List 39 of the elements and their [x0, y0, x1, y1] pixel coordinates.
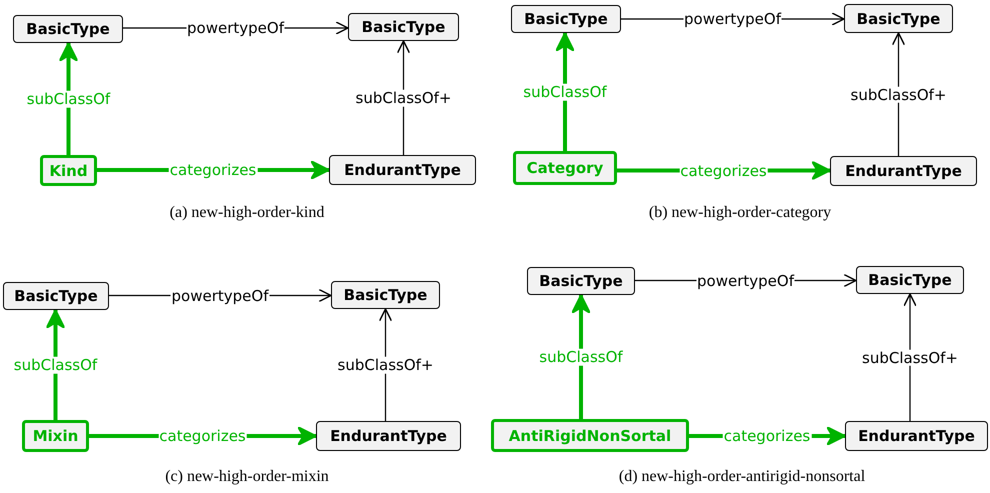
edge-label: powertypeOf: [170, 287, 270, 304]
arrow: [555, 32, 575, 151]
edge-label: subClassOf: [538, 348, 624, 366]
edge-label: categorizes: [168, 162, 258, 178]
edge-label: subClassOf: [12, 356, 98, 374]
class-box: BasicType: [844, 4, 953, 33]
class-box: EndurantType: [316, 421, 461, 451]
edge-label: subClassOf: [522, 84, 608, 100]
figure-caption: (b) new-high-order-category: [648, 204, 832, 222]
edge-label: categorizes: [679, 162, 768, 179]
arrow: [571, 294, 591, 419]
class-box: EndurantType: [830, 156, 977, 186]
edge-label: subClassOf+: [861, 349, 959, 366]
class-box: BasicType: [13, 15, 123, 43]
class-box: BasicType: [527, 267, 635, 295]
class-box: BasicType: [856, 266, 964, 294]
class-box: BasicType: [3, 282, 109, 310]
edge-label: powertypeOf: [696, 272, 795, 289]
class-box: BasicType: [348, 13, 459, 41]
arrow: [903, 293, 917, 421]
class-box: Category: [513, 151, 617, 185]
edge-label: powertypeOf: [683, 10, 782, 28]
class-box: Kind: [40, 155, 97, 186]
class-box: EndurantType: [845, 421, 988, 451]
edge-label: subClassOf+: [336, 356, 434, 374]
edge-label: subClassOf+: [354, 90, 452, 106]
edge-label: categorizes: [722, 428, 812, 444]
edge-label: subClassOf: [26, 90, 112, 108]
figure-caption: (a) new-high-order-kind: [170, 204, 324, 222]
class-box: AntiRigidNonSortal: [491, 419, 689, 452]
edge-label: subClassOf+: [850, 86, 948, 103]
figure-caption: (d) new-high-order-antirigid-nonsortal: [618, 468, 866, 486]
figure-caption: (c) new-high-order-mixin: [165, 468, 329, 486]
class-box: Mixin: [22, 420, 89, 452]
class-box: EndurantType: [329, 155, 476, 185]
class-box: BasicType: [331, 281, 440, 309]
edge-label: powertypeOf: [186, 20, 285, 36]
class-box: BasicType: [511, 5, 621, 33]
edge-label: categorizes: [158, 428, 247, 444]
